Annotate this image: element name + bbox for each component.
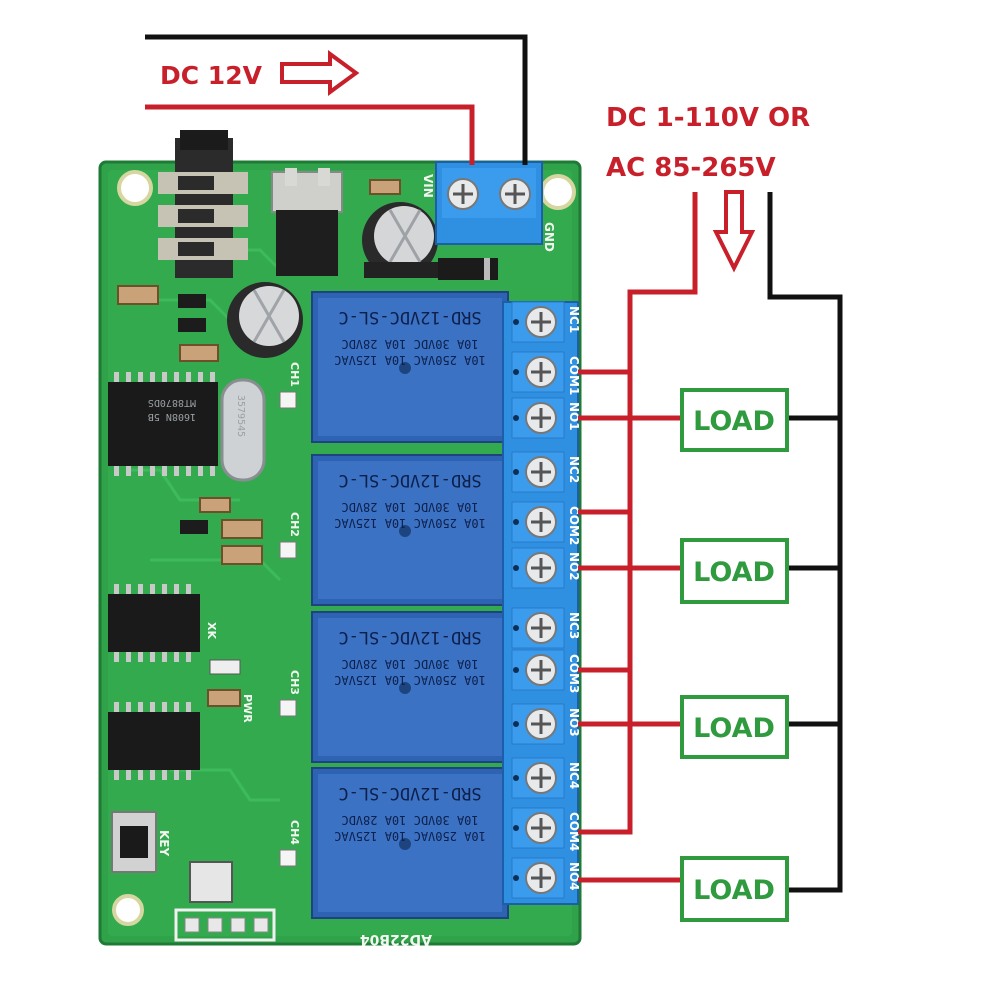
xk-label: XK [205, 622, 218, 639]
relay-rating-label: 10A 250VAC 10A 125VAC [334, 516, 486, 530]
dc-input-vin-wire [145, 104, 475, 165]
capacitor-small [227, 282, 303, 358]
terminal-com3: COM3 [511, 649, 581, 693]
load-label: LOAD [693, 875, 775, 906]
smd-components [117, 179, 401, 903]
relay-2: SRD-12VDC-SL-C 10A 30VDC 10A 28VDC 10A 250… [311, 454, 509, 606]
relay-rating-label: 10A 30VDC 10A 28VDC [341, 657, 478, 671]
relay-4: SRD-12VDC-SL-C 10A 30VDC 10A 28VDC 10A 250… [311, 767, 509, 919]
ic-pins [114, 372, 215, 780]
ic-second [108, 594, 200, 652]
arrow-right-icon [280, 50, 360, 96]
terminal-label: COM4 [567, 812, 581, 851]
relay-group: SRD-12VDC-SL-C 10A 30VDC 10A 28VDC 10A 250… [311, 291, 509, 919]
terminal-nc4: NC4 [511, 757, 581, 799]
wiring [145, 34, 843, 893]
load-label: LOAD [693, 557, 775, 588]
relay-rating-label: 10A 250VAC 10A 125VAC [334, 829, 486, 843]
load-supply-label-line1: DC 1-110V OR [606, 103, 810, 133]
dc-input-gnd-wire [145, 34, 528, 165]
load-label: LOAD [693, 406, 775, 437]
ch4-label: CH4 [288, 820, 301, 845]
dc-input-label: DC 12V [160, 61, 263, 90]
svg-text:3579545: 3579545 [235, 395, 246, 437]
terminal-label: NO1 [567, 402, 581, 431]
terminal-label: NC4 [567, 762, 581, 789]
terminal-nc1: NC1 [511, 301, 581, 343]
audio-jack [158, 130, 248, 278]
mounting-hole [112, 894, 144, 926]
terminal-label: NO3 [567, 708, 581, 737]
pin-header [174, 908, 276, 942]
load-box-4: LOAD [680, 856, 789, 922]
vin-label: VIN [421, 174, 435, 198]
terminal-label: COM2 [567, 506, 581, 545]
terminal-no3: NO3 [511, 703, 581, 745]
terminal-label: NO4 [567, 862, 581, 891]
relay-rating-label: 10A 30VDC 10A 28VDC [341, 500, 478, 514]
ch2-label: CH2 [288, 512, 301, 537]
ch3-label: CH3 [288, 670, 301, 695]
terminal-no4: NO4 [511, 857, 581, 899]
terminal-label: COM3 [567, 654, 581, 693]
load-box-2: LOAD [680, 538, 789, 604]
load-label: LOAD [693, 713, 775, 744]
relay-3: SRD-12VDC-SL-C 10A 30VDC 10A 28VDC 10A 250… [311, 611, 509, 763]
terminal-label: NC3 [567, 612, 581, 639]
relay-rating-label: 10A 30VDC 10A 28VDC [341, 337, 478, 351]
terminal-label: NC1 [567, 306, 581, 333]
diode [438, 258, 498, 280]
load-box-1: LOAD [680, 388, 789, 452]
relay-rating-label: 10A 30VDC 10A 28VDC [341, 813, 478, 827]
mounting-hole [540, 174, 576, 210]
load-supply-red-wire [578, 192, 698, 835]
terminal-nc2: NC2 [511, 451, 581, 493]
svg-text:1608N 5B: 1608N 5B [148, 411, 196, 422]
input-terminal-block [435, 161, 543, 245]
terminal-label: NC2 [567, 456, 581, 483]
relay-rating-label: 10A 250VAC 10A 125VAC [334, 673, 486, 687]
voltage-regulator [271, 168, 343, 276]
ch4-led [279, 849, 297, 867]
terminal-no1: NO1 [511, 397, 581, 439]
arrow-down-icon [712, 190, 756, 273]
crystal-oscillator: 3579545 [220, 378, 266, 482]
relay-rating-label: 10A 250VAC 10A 125VAC [334, 353, 486, 367]
terminal-no2: NO2 [511, 547, 581, 589]
svg-text:MT8870DS: MT8870DS [148, 397, 196, 408]
terminal-nc3: NC3 [511, 607, 581, 649]
mounting-hole [117, 170, 153, 206]
svg-text:KEY: KEY [157, 830, 171, 856]
relay-model-label: SRD-12VDC-SL-C [338, 307, 481, 327]
ic-third [108, 712, 200, 770]
terminal-com2: COM2 [511, 501, 581, 545]
terminal-com1: COM1 [511, 351, 581, 395]
ch2-led [279, 541, 297, 559]
terminal-label: NO2 [567, 552, 581, 581]
relay-1: SRD-12VDC-SL-C 10A 30VDC 10A 28VDC 10A 250… [311, 291, 509, 443]
load-supply-label-line2: AC 85-265V [606, 153, 776, 183]
ic-main: MT8870DS 1608N 5B [108, 382, 218, 466]
relay-model-label: SRD-12VDC-SL-C [338, 470, 481, 490]
ch3-led [279, 699, 297, 717]
board-model: AD22B04 [360, 931, 432, 947]
ch1-led [279, 391, 297, 409]
terminal-label: COM1 [567, 356, 581, 395]
relay-model-label: SRD-12VDC-SL-C [338, 783, 481, 803]
relay-model-label: SRD-12VDC-SL-C [338, 627, 481, 647]
capacitor-large [362, 202, 440, 278]
terminal-com4: COM4 [511, 807, 581, 851]
pwr-label: PWR [241, 694, 254, 723]
load-box-3: LOAD [680, 695, 789, 759]
key-button: KEY [111, 811, 171, 873]
ch1-label: CH1 [288, 362, 301, 387]
load-supply-black-wire [767, 192, 843, 893]
gnd-label: GND [542, 222, 556, 252]
